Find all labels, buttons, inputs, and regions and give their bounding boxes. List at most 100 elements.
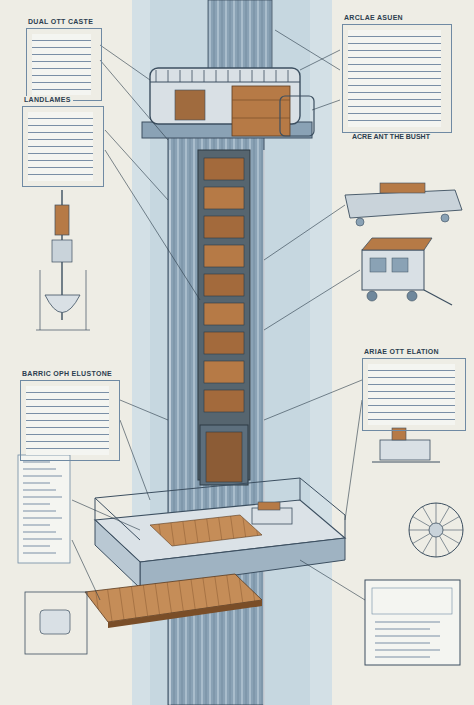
valve-detail	[36, 190, 90, 330]
side-panels-part-part	[23, 546, 50, 547]
side-panels-part-part	[23, 490, 56, 491]
top-cabin-part-part	[216, 70, 217, 82]
side-panels	[18, 455, 460, 665]
bottom-platform-part	[258, 502, 280, 510]
leader-lines-part	[100, 60, 168, 140]
gear-detail-part	[380, 440, 430, 460]
side-panels-part-part	[375, 657, 430, 658]
top-cabin-part	[150, 82, 300, 83]
tower-column-part	[263, 150, 264, 705]
panel-body	[22, 106, 104, 187]
leader-lines-part	[345, 400, 362, 520]
tower-column-part-part	[204, 332, 244, 354]
top-cabin-part-part	[204, 70, 205, 82]
panel-body	[20, 380, 120, 461]
gear-detail-part	[409, 503, 463, 557]
top-cabin-part	[232, 100, 290, 101]
side-panels-part-part	[375, 636, 440, 637]
machine-detail-part	[356, 218, 364, 226]
gear-detail-part-part	[409, 530, 429, 531]
gear-detail-part-part	[436, 537, 437, 557]
machine-detail	[345, 183, 462, 305]
top-cabin-part	[232, 118, 290, 119]
valve-detail-part	[86, 270, 87, 330]
side-panels-part-part	[23, 497, 62, 498]
leader-lines-part	[275, 30, 340, 70]
top-cabin-part	[156, 70, 288, 82]
top-cabin-part	[232, 86, 290, 136]
top-cabin-part	[175, 90, 205, 120]
machine-detail-part	[362, 238, 432, 250]
panel-body	[362, 358, 466, 431]
panel-body	[342, 24, 452, 133]
gear-detail-part	[409, 503, 463, 557]
machine-detail-part	[367, 291, 377, 301]
leader-lines-part	[120, 400, 168, 420]
top-cabin-part-part	[252, 70, 253, 82]
top-cabin-part-part	[228, 70, 229, 82]
gear-detail-part-part	[423, 536, 433, 553]
valve-detail-part	[45, 295, 80, 313]
panel-heading: ARIAE OTT ELATION	[362, 348, 441, 357]
tower-column-part	[200, 425, 248, 485]
gear-detail-part-part	[436, 503, 437, 523]
tower-column-part-part	[204, 245, 244, 267]
gear-detail-part	[429, 523, 443, 537]
tower-column-part-part	[204, 303, 244, 325]
side-panels-part	[25, 592, 87, 654]
valve-detail-part	[55, 205, 69, 235]
leader-lines-part	[264, 380, 362, 420]
leader-lines-part	[72, 540, 100, 600]
bottom-platform-part	[95, 498, 140, 540]
tower-column-part-part	[204, 187, 244, 209]
top-cabin-part-part	[168, 70, 169, 82]
valve-detail-part	[36, 330, 90, 331]
leader-lines-part	[300, 50, 340, 70]
leader-lines-part	[264, 205, 345, 260]
bottom-platform	[85, 478, 345, 628]
tower-column-part-part	[204, 361, 244, 383]
side-panels-part-part	[23, 511, 56, 512]
top-cabin-part-part	[156, 70, 157, 82]
leader-lines-part	[264, 270, 360, 330]
side-panels-part-part	[23, 504, 50, 505]
bottom-platform-part	[140, 538, 345, 588]
leader-lines-part	[105, 150, 200, 300]
gear-detail-part-part	[442, 517, 459, 527]
bottom-platform-part	[300, 478, 345, 538]
panel-heading: BARRIC OPH ELUSTONE	[20, 370, 114, 379]
illustration-label: ACRE ANT THE BUSHT	[350, 133, 432, 140]
text-panel: DUAL OTT CASTE	[26, 10, 102, 101]
side-panels-part	[18, 455, 70, 563]
tower-column-part-part	[204, 158, 244, 180]
gear-detail-part-part	[440, 507, 450, 524]
text-panel: ARIAE OTT ELATION	[362, 340, 466, 431]
side-panels-part-part	[375, 622, 440, 623]
gear-detail-part-part	[413, 534, 430, 544]
side-panels-part-part	[23, 469, 56, 470]
leader-lines-part	[312, 100, 340, 110]
leader-lines-part	[120, 420, 150, 500]
panel-heading: LANDLAMES	[22, 96, 73, 105]
bottom-platform-part	[95, 520, 140, 588]
valve-detail-part	[52, 240, 72, 262]
bottom-platform-part	[252, 508, 292, 524]
machine-detail-part	[362, 250, 424, 290]
text-panel: ARCLAE ASUEN	[342, 6, 452, 133]
side-panels-part-part	[375, 629, 430, 630]
text-panel: LANDLAMES	[22, 88, 104, 187]
side-panels-part-part	[23, 462, 50, 463]
gear-detail-part-part	[440, 536, 450, 553]
side-panels-part-part	[23, 518, 62, 519]
valve-detail-part	[40, 270, 41, 330]
side-panels-part-part	[23, 553, 56, 554]
gear-detail-part-part	[443, 530, 463, 531]
gear-detail-part	[372, 462, 440, 463]
panel-body	[26, 28, 102, 101]
top-cabin-part-part	[288, 70, 289, 82]
tower-column-part	[204, 158, 244, 412]
side-panels-part-part	[23, 476, 62, 477]
top-cabin-part-part	[180, 70, 181, 82]
side-panels-part	[23, 462, 440, 657]
side-panels-part	[372, 588, 452, 614]
